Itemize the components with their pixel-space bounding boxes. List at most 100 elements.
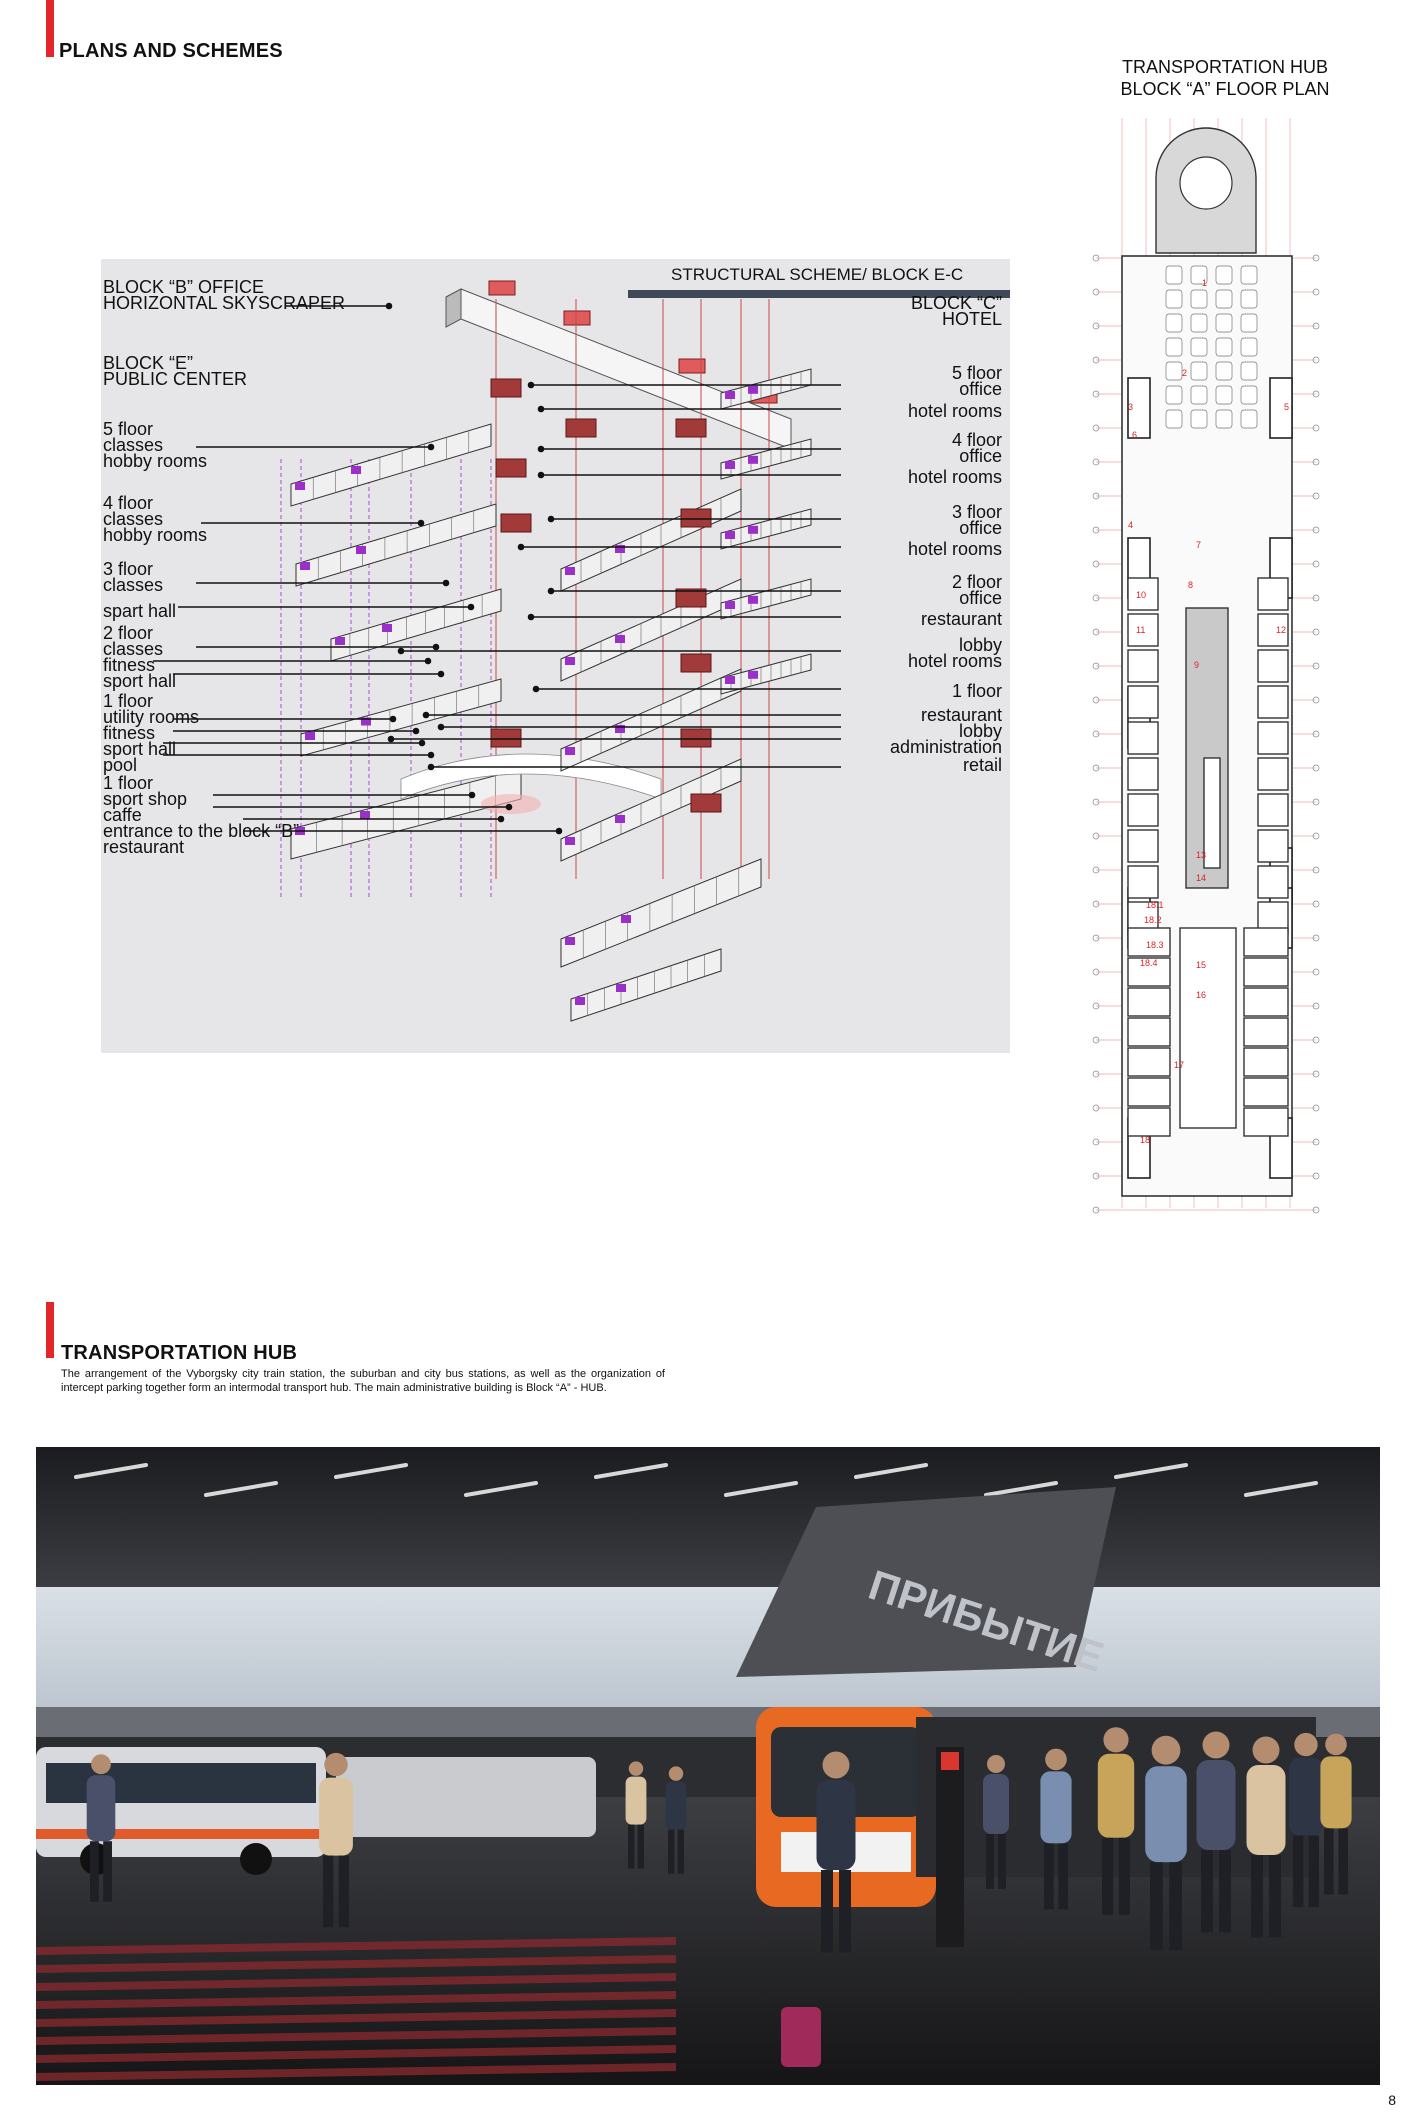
- ceiling-light: [1244, 1481, 1318, 1497]
- parking-stall: [1165, 337, 1183, 357]
- render-person: [816, 1751, 856, 1953]
- plan-grid-bubble: [1092, 662, 1100, 670]
- scheme-left-label-4: 4 floor classes hobby rooms: [103, 493, 208, 545]
- plan-grid-bubble: [1092, 356, 1100, 364]
- plan-grid-bubble: [1312, 1172, 1320, 1180]
- scheme-leader-dot: [437, 723, 445, 731]
- scheme-leader-dot: [417, 519, 425, 527]
- plan-grid-bubble: [1092, 1002, 1100, 1010]
- crosswalk-stripe: [36, 2009, 676, 2027]
- crosswalk-stripe: [36, 2063, 676, 2081]
- plan-room-number: 1: [1202, 278, 1207, 288]
- purple-core: [725, 676, 735, 684]
- section-description: The arrangement of the Vyborgsky city tr…: [61, 1368, 665, 1394]
- plan-room: [1257, 865, 1289, 899]
- plan-grid-bubble: [1312, 254, 1320, 262]
- scheme-left-label-7: 2 floor classes fitness sport hall: [103, 623, 177, 691]
- plan-room: [1127, 721, 1159, 755]
- parking-stall: [1215, 361, 1233, 381]
- purple-core: [615, 635, 625, 643]
- ceiling-light: [594, 1463, 668, 1479]
- purple-core: [616, 984, 626, 992]
- canopy-highlight: [481, 794, 541, 814]
- plan-grid-bubble: [1312, 1138, 1320, 1146]
- parking-stall: [1165, 265, 1183, 285]
- scheme-right-label-8: 2 floor office: [951, 572, 1002, 608]
- plan-grid-bubble: [1312, 798, 1320, 806]
- block-e-floor-4: [295, 503, 497, 587]
- scheme-leader-dot: [537, 471, 545, 479]
- plan-room-lower: [1243, 927, 1289, 957]
- plan-room: [1127, 649, 1159, 683]
- scheme-leader-dot: [442, 579, 450, 587]
- plan-grid-bubble: [1312, 594, 1320, 602]
- plan-grid-bubble: [1092, 628, 1100, 636]
- scheme-leader-dot: [532, 685, 540, 693]
- plan-room: [1127, 685, 1159, 719]
- purple-core: [565, 747, 575, 755]
- scheme-leader-dot: [427, 751, 435, 759]
- plan-room-number: 7: [1196, 540, 1201, 550]
- plan-room-number: 2: [1182, 368, 1187, 378]
- parking-stall: [1165, 289, 1183, 309]
- crosswalk-stripe: [36, 1937, 676, 1955]
- plan-grid-bubble: [1312, 934, 1320, 942]
- scheme-drawing: [153, 280, 841, 1022]
- plan-grid-bubble: [1092, 390, 1100, 398]
- plan-room-lower: [1127, 927, 1171, 957]
- dark-red-core: [690, 793, 722, 813]
- plan-grid-bubble: [1092, 458, 1100, 466]
- render-person: [1320, 1733, 1352, 1895]
- scheme-leader-dot: [537, 445, 545, 453]
- scheme-right-label-11: 1 floor: [951, 681, 1002, 701]
- purple-core: [748, 455, 758, 464]
- parking-stall: [1165, 313, 1183, 333]
- render-person: [1040, 1748, 1072, 1910]
- plan-grid-bubble: [1312, 696, 1320, 704]
- scheme-leader-dot: [387, 735, 395, 743]
- plan-grid-bubble: [1092, 1138, 1100, 1146]
- crosswalk-stripe: [36, 1955, 676, 1973]
- red-core-box: [678, 358, 706, 374]
- plan-grid-bubble: [1312, 390, 1320, 398]
- scheme-right-label-4: 4 floor office: [951, 430, 1002, 466]
- plan-grid-bubble: [1092, 832, 1100, 840]
- plan-room: [1257, 721, 1289, 755]
- scheme-right-label-12: restaurant lobby administration: [889, 705, 1002, 757]
- plan-grid-bubble: [1092, 560, 1100, 568]
- plan-room-center: [1179, 927, 1237, 1129]
- block-c-office-4: [720, 578, 812, 620]
- plan-grid-bubble: [1312, 424, 1320, 432]
- dark-red-core: [490, 728, 522, 748]
- purple-core: [295, 482, 305, 490]
- scheme-leader-dot: [527, 613, 535, 621]
- dark-red-core: [675, 418, 707, 438]
- render-person: [1246, 1736, 1286, 1938]
- plan-room-lower: [1243, 1017, 1289, 1047]
- ceiling-light: [984, 1481, 1058, 1497]
- parking-stall: [1240, 337, 1258, 357]
- render-person: [1145, 1735, 1187, 1951]
- plan-grid-bubble: [1092, 288, 1100, 296]
- plan-grid-bubble: [1312, 560, 1320, 568]
- parking-stall: [1190, 313, 1208, 333]
- parking-stall: [1215, 265, 1233, 285]
- scheme-leader-dot: [437, 670, 445, 678]
- purple-core: [300, 562, 310, 570]
- render-person: [1196, 1731, 1236, 1933]
- plan-room: [1257, 649, 1289, 683]
- plan-grid-bubble: [1312, 356, 1320, 364]
- plan-room-lower: [1127, 957, 1171, 987]
- transport-hub-render: ПРИБЫТИЕ: [36, 1447, 1380, 2085]
- block-c-ground: [560, 858, 762, 968]
- scheme-right-label-9: restaurant: [920, 609, 1002, 629]
- plan-room-number: 12: [1276, 625, 1286, 635]
- plan-core: [1127, 377, 1151, 439]
- plan-grid-bubble: [1092, 968, 1100, 976]
- section-accent-bar-2: [46, 1302, 54, 1358]
- purple-core: [615, 815, 625, 823]
- purple-core: [615, 725, 625, 733]
- plan-room-number: 15: [1196, 960, 1206, 970]
- floorplan-title: TRANSPORTATION HUB BLOCK “A” FLOOR PLAN: [1085, 56, 1365, 100]
- plan-room-lower: [1127, 1017, 1171, 1047]
